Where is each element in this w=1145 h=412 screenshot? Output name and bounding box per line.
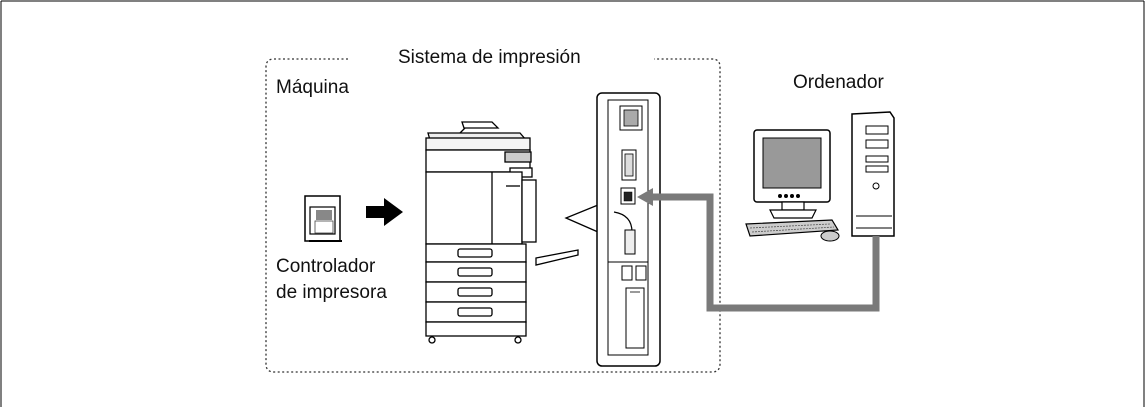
system-label: Sistema de impresión <box>398 47 581 68</box>
usb-cable-arrow <box>650 193 880 312</box>
computer-monitor-icon <box>753 129 831 219</box>
usb-cable-arrowhead <box>637 188 653 206</box>
keyboard-icon <box>745 219 840 237</box>
printer-driver-label: Controlador de impresora <box>276 254 387 306</box>
computer-label: Ordenador <box>793 72 884 93</box>
machine-label: Máquina <box>276 77 349 98</box>
mouse-icon <box>820 230 840 242</box>
printer-driver-icon <box>304 195 342 242</box>
printer-driver-label-line2: de impresora <box>276 282 387 303</box>
printer-driver-label-line1: Controlador <box>276 256 376 277</box>
system-boundary <box>265 58 721 373</box>
install-arrow-icon <box>366 198 403 226</box>
mfp-machine-icon <box>425 121 579 344</box>
interface-panel <box>596 92 661 367</box>
computer-tower-icon <box>851 111 895 237</box>
callout-pointer <box>564 204 599 233</box>
